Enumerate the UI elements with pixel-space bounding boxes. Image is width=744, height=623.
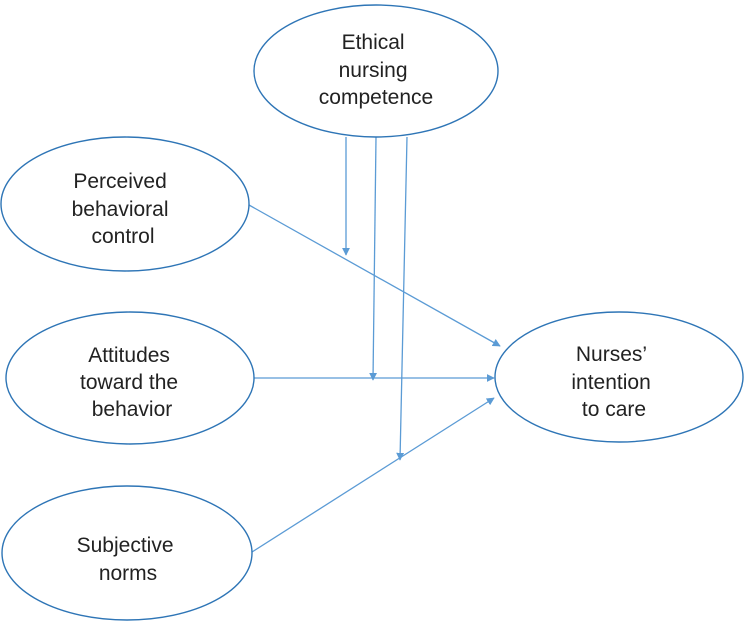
node-intention-line-2: intention (571, 371, 650, 394)
node-subjective-norms-label: Subjective norms (77, 534, 180, 585)
edges (248, 136, 501, 553)
node-perceived-control-label: Perceived behavioral control (72, 170, 175, 248)
edge-ethical-moderates-attitudes (369, 136, 378, 381)
node-perceived-control-line-3: control (91, 225, 154, 248)
node-intention-line-1: Nurses’ (576, 343, 647, 366)
node-subjective-norms: Subjective norms (1, 485, 253, 621)
edge-ethical-moderates-norms (396, 136, 408, 461)
node-ethical-competence-line-2: nursing (339, 59, 408, 82)
node-subjective-norms-line-2: norms (99, 562, 157, 585)
node-ethical-competence: Ethical nursing competence (253, 4, 499, 138)
node-attitudes: Attitudes toward the behavior (5, 311, 255, 445)
node-ethical-competence-line-3: competence (319, 86, 433, 109)
node-subjective-norms-line-1: Subjective (77, 534, 174, 557)
node-ethical-competence-line-1: Ethical (342, 31, 405, 54)
node-perceived-control-line-2: behavioral (72, 198, 169, 221)
node-intention-line-3: to care (582, 398, 646, 421)
edge-norms-to-intention (251, 397, 495, 553)
node-intention-label: Nurses’ intention to care (571, 343, 656, 421)
node-attitudes-line-1: Attitudes (88, 344, 170, 367)
node-attitudes-line-3: behavior (92, 398, 173, 421)
node-ethical-competence-label: Ethical nursing competence (319, 31, 433, 109)
node-intention: Nurses’ intention to care (494, 311, 744, 443)
node-perceived-control-line-1: Perceived (73, 170, 166, 193)
node-attitudes-label: Attitudes toward the behavior (80, 344, 184, 421)
node-perceived-control: Perceived behavioral control (0, 136, 250, 272)
node-attitudes-line-2: toward the (80, 371, 178, 394)
